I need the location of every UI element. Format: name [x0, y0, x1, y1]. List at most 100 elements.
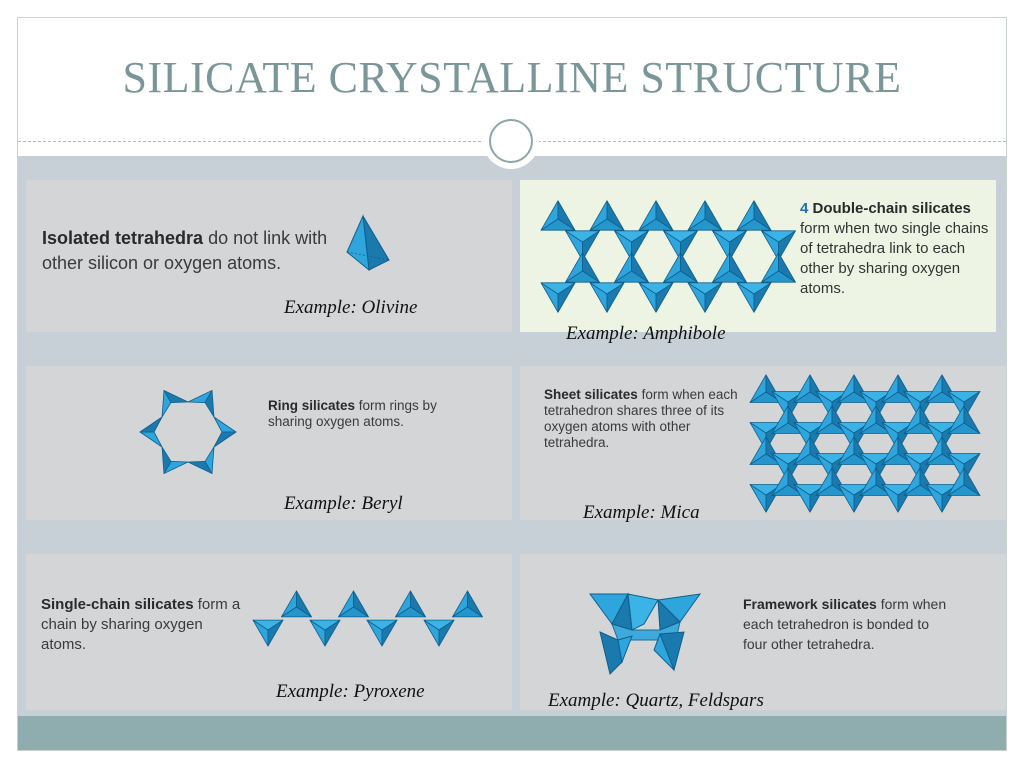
double-chain-term: Double-chain silicates [812, 200, 971, 217]
tetrahedron-facet [815, 484, 849, 496]
isolated-example: Example: Olivine [284, 297, 418, 318]
tetrahedron-facet [771, 484, 805, 496]
tetrahedron-facet [614, 270, 649, 283]
framework-description: Framework silicates form when each tetra… [743, 594, 953, 654]
tetrahedron-facet [163, 390, 189, 403]
panel-ring [26, 366, 512, 520]
tetrahedron-facet [395, 606, 426, 618]
tetrahedron-facet [736, 218, 772, 231]
tetrahedron-facet [815, 453, 849, 465]
tetrahedron-facet [749, 422, 783, 434]
tetrahedron-facet [925, 391, 959, 403]
tetrahedron-facet [565, 270, 600, 283]
tetrahedron-facet [881, 453, 915, 465]
tetrahedron-facet [881, 391, 915, 403]
tetrahedron-facet [139, 416, 163, 433]
sheet-text: form when each tetrahedron shares three … [544, 387, 738, 450]
tetrahedron-facet [638, 218, 674, 231]
tetrahedron-facet [638, 282, 674, 295]
tetrahedron-facet [925, 453, 959, 465]
tetrahedron-facet [903, 391, 937, 403]
isolated-description: Isolated tetrahedra do not link with oth… [42, 226, 332, 276]
tetrahedron-facet [204, 390, 215, 418]
sheet-example: Example: Mica [583, 502, 700, 523]
tetrahedron-facet [712, 270, 747, 283]
double-chain-text: form when two single chains of tetrahedr… [800, 220, 989, 297]
tetrahedron-facet [540, 282, 576, 295]
tetrahedron-facet [452, 606, 483, 618]
tetrahedron-facet [947, 391, 981, 403]
double-chain-number: 4 [800, 200, 809, 217]
tetrahedron-facet [749, 391, 783, 403]
sheet-term: Sheet silicates [544, 387, 638, 402]
footer-bar [18, 716, 1006, 750]
tetrahedron-facet [859, 391, 893, 403]
tetrahedron-facet [338, 606, 369, 618]
tetrahedron-facet [793, 453, 827, 465]
tetrahedron-facet [565, 230, 600, 243]
tetrahedron-facet [903, 453, 937, 465]
sheet-description: Sheet silicates form when each tetrahedr… [544, 387, 744, 451]
tetrahedron-facet [881, 422, 915, 434]
tetrahedron-facet [663, 270, 698, 283]
tetrahedron-facet [793, 422, 827, 434]
tetrahedron-facet [663, 230, 698, 243]
tetrahedron-facet [925, 484, 959, 496]
tetrahedron-facet [903, 422, 937, 434]
tetrahedron-facet [281, 606, 312, 618]
tetrahedron-facet [589, 282, 625, 295]
tetrahedron-facet [687, 282, 723, 295]
ring-description: Ring silicates form rings by sharing oxy… [268, 398, 468, 430]
tetrahedron-facet [252, 619, 284, 631]
tetrahedron-facet [859, 453, 893, 465]
tetrahedron-facet [925, 422, 959, 434]
tetrahedron-facet [614, 230, 649, 243]
single-chain-example: Example: Pyroxene [276, 681, 425, 702]
isolated-term: Isolated tetrahedra [42, 228, 204, 248]
tetrahedron-facet [213, 416, 237, 433]
page-title: SILICATE CRYSTALLINE STRUCTURE [122, 53, 902, 102]
decorative-circle-icon [483, 113, 539, 169]
tetrahedron-facet [423, 619, 455, 631]
framework-silicate-diagram [589, 592, 702, 675]
tetrahedron-facet [859, 484, 893, 496]
tetrahedron-facet [859, 422, 893, 434]
tetrahedron-facet [213, 431, 237, 448]
panel-isolated [26, 180, 512, 332]
sheet-silicate-diagram [749, 374, 981, 513]
tetrahedron-facet [761, 270, 796, 283]
tetrahedron-facet [881, 484, 915, 496]
tetrahedron-facet [815, 422, 849, 434]
tetrahedron-facet [540, 218, 576, 231]
tetrahedron-facet [837, 391, 871, 403]
tetrahedron-facet [589, 218, 625, 231]
tetrahedron-facet [761, 230, 796, 243]
tetrahedron-facet [771, 391, 805, 403]
tetrahedron-facet [947, 453, 981, 465]
tetrahedron-facet [837, 484, 871, 496]
tetrahedron-facet [815, 391, 849, 403]
tetrahedron-facet [366, 619, 398, 631]
tetrahedron-facet [947, 422, 981, 434]
tetrahedron-facet [309, 619, 341, 631]
tetrahedron-facet [793, 484, 827, 496]
tetrahedron-facet [837, 422, 871, 434]
isolated-tetrahedron-diagram [346, 214, 390, 272]
single-chain-diagram [252, 590, 483, 647]
tetrahedron-facet [947, 484, 981, 496]
single-chain-description: Single-chain silicates form a chain by s… [41, 595, 251, 655]
tetrahedron-facet [793, 391, 827, 403]
framework-term: Framework silicates [743, 596, 877, 612]
tetrahedron-facet [687, 218, 723, 231]
ring-term: Ring silicates [268, 398, 356, 413]
single-chain-text: form a chain by sharing oxygen atoms. [41, 596, 241, 653]
tetrahedron-facet [903, 484, 937, 496]
tetrahedron-facet [139, 431, 163, 448]
tetrahedron-facet [161, 446, 172, 474]
panel-double-chain [520, 180, 996, 332]
tetrahedron-facet [712, 230, 747, 243]
tetrahedron-facet [749, 453, 783, 465]
single-chain-term: Single-chain silicates [41, 596, 194, 613]
tetrahedron-facet [187, 461, 213, 474]
ring-example: Example: Beryl [284, 493, 403, 514]
